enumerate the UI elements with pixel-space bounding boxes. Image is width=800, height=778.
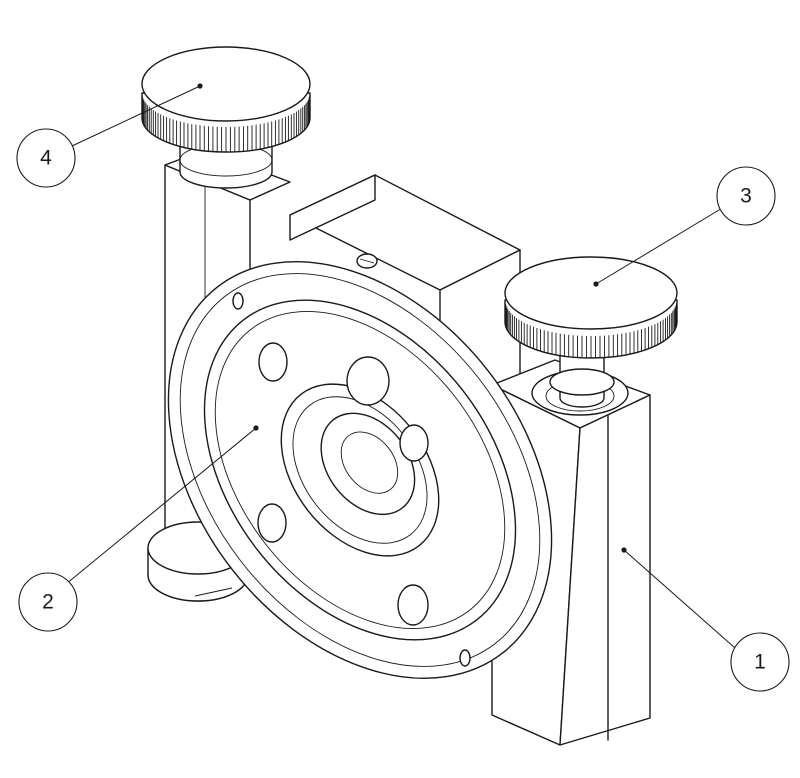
- callout-2: 2: [18, 425, 259, 632]
- mounting-holes: [232, 292, 471, 667]
- callout-label-1: 1: [754, 651, 766, 674]
- callout-label-4: 4: [40, 147, 52, 170]
- callout-3: 3: [593, 166, 776, 287]
- left-thumbscrew: [141, 46, 311, 189]
- callout-label-3: 3: [740, 185, 752, 208]
- right-thumbscrew: [504, 256, 678, 408]
- callout-label-2: 2: [42, 591, 54, 614]
- callout-4: 4: [16, 83, 203, 188]
- callout-1: 1: [621, 547, 790, 692]
- set-screw: [356, 253, 378, 269]
